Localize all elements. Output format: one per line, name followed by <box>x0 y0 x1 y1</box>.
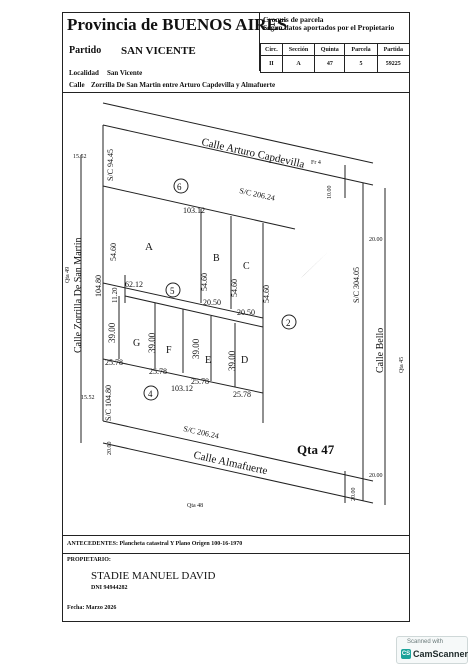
parcel-4: 4 <box>148 389 153 399</box>
parcel-4-circle <box>143 385 159 401</box>
val-circ: II <box>260 55 283 73</box>
croquis-title: Croquis de parcela Segun datos aportados… <box>263 16 394 32</box>
qta49-label: Qta 49 <box>65 267 71 283</box>
parcel-plan: 6 5 4 2 A B C G F E D Fr 4 Qta 47 Qta 48… <box>65 102 405 509</box>
croquis-line-2: Segun datos aportados por el Propietario <box>263 23 395 32</box>
cadastre-table: Circ. Sección Quinta Parcela Partida II … <box>260 43 411 73</box>
dim-20-00-bottom: 20.00 <box>351 488 357 502</box>
dim-39-00-b: 39.00 <box>147 332 157 353</box>
cadastre-value-row: II A 47 5 59225 <box>260 55 411 73</box>
dim-39-00-d: 39.00 <box>227 350 237 371</box>
scanned-with-text: Scanned with <box>407 639 444 645</box>
dim-104-80: 104.80 <box>94 275 103 297</box>
sc-bottom: S/C 206.24 <box>183 424 220 441</box>
dim-25-78-3: 25.78 <box>191 377 209 386</box>
lot-d: D <box>241 355 248 366</box>
val-partida: 59225 <box>376 55 411 73</box>
dim-15-52-top: 15.52 <box>73 154 87 160</box>
camscanner-badge: Scanned with CS CamScanner <box>396 636 468 664</box>
partido-value: SAN VICENTE <box>121 45 196 57</box>
parcel-5-circle <box>165 282 181 298</box>
dim-25-78-1: 25.78 <box>105 358 123 367</box>
croquis-line-1: Croquis de parcela <box>263 15 324 24</box>
localidad-value: San Vicente <box>107 69 143 77</box>
province-title: Provincia de BUENOS AIRES <box>67 15 288 34</box>
dim-39-00-c: 39.00 <box>191 338 201 359</box>
survey-sheet: Provincia de BUENOS AIRES Partido SAN VI… <box>62 12 411 622</box>
dim-54-60-b: 54.60 <box>200 273 209 291</box>
bottom-street-line-1 <box>102 420 374 482</box>
dim-54-60-c: 54.60 <box>230 279 239 297</box>
qta47-label: Qta 47 <box>297 442 335 457</box>
parcel-2-circle <box>281 314 297 330</box>
parcel-2: 2 <box>286 318 291 328</box>
camscanner-brand: CamScanner <box>413 649 469 659</box>
dim-20-50-left: 20.50 <box>203 298 221 307</box>
sc-left-bottom: S/C 104.80 <box>104 385 113 421</box>
street-left-name: Calle Zorrilla De San Martin <box>73 237 84 353</box>
antecedentes: ANTECEDENTES: Plancheta catastral Y Plan… <box>67 541 243 547</box>
line-bottom-lots <box>102 358 264 394</box>
propietario-name: STADIE MANUEL DAVID <box>91 570 216 582</box>
dim-25-78-4: 25.78 <box>233 390 251 399</box>
street-bottom-name: Calle Almafuerte <box>192 449 268 477</box>
dim-20-00-right-bottom: 20.00 <box>369 473 383 479</box>
qta48-label: Qta 48 <box>187 503 203 509</box>
dim-11-20: 11.20 <box>111 287 119 303</box>
propietario-label: PROPIETARIO: <box>67 557 111 563</box>
fecha: Fecha: Marzo 2026 <box>67 605 117 611</box>
lot-c: C <box>243 261 250 272</box>
top-street-line-2 <box>102 124 374 186</box>
line-mid-2 <box>124 295 264 328</box>
dim-54-60-a: 54.60 <box>109 243 118 261</box>
dim-20-50-right: 20.50 <box>237 308 255 317</box>
parcel-6-circle <box>173 178 189 194</box>
header-divider <box>63 92 409 93</box>
camscanner-logo-icon: CS <box>401 649 411 659</box>
partido-label: Partido <box>69 45 102 56</box>
parcel-6: 6 <box>177 182 182 192</box>
lot-b: B <box>213 253 220 264</box>
localidad-label: Localidad <box>69 69 99 77</box>
street-top-name: Calle Arturo Capdevilla <box>200 136 305 170</box>
dim-20-00-right-top: 20.00 <box>369 237 383 243</box>
qta45-label: Qta 45 <box>399 357 405 373</box>
sc-left-top: S/C 94.45 <box>106 149 115 181</box>
line-mid <box>102 282 264 319</box>
north-arrow-icon <box>301 251 329 278</box>
dim-103-12-bottom: 103.12 <box>171 384 193 393</box>
lot-g: G <box>133 338 140 349</box>
val-seccion: A <box>281 55 316 73</box>
dim-103-12-top: 103.12 <box>183 206 205 215</box>
sc-top: S/C 206.24 <box>239 186 276 203</box>
dim-39-00-a: 39.00 <box>107 322 117 343</box>
calle-label: Calle <box>69 81 85 89</box>
dim-54-60-d: 54.60 <box>262 285 271 303</box>
dim-20-00-left: 20.00 <box>107 442 113 456</box>
parcel-5: 5 <box>170 286 175 296</box>
lot-e: E <box>205 355 211 366</box>
val-quinta: 47 <box>314 55 346 73</box>
dim-15-52-bottom: 15.52 <box>81 395 95 401</box>
top-street-line-1 <box>102 102 374 164</box>
bottom-street-line-2 <box>102 442 374 504</box>
dim-10-00: 10.00 <box>327 186 333 200</box>
dim-62-12: 62.12 <box>125 280 143 289</box>
lot-f: F <box>166 345 172 356</box>
dim-25-78-2: 25.78 <box>149 367 167 376</box>
street-right-name: Calle Bello <box>375 328 386 373</box>
footer-divider-1 <box>63 535 409 536</box>
calle-value: Zorrilla De San Martin entre Arturo Capd… <box>91 81 276 89</box>
fr4-label: Fr 4 <box>311 160 321 166</box>
lot-a: A <box>145 241 153 253</box>
propietario-dni: DNI 94944282 <box>91 585 128 591</box>
footer-divider-2 <box>63 553 409 554</box>
sc-right: S/C 304.05 <box>352 267 361 303</box>
line-103-top <box>102 185 296 230</box>
cadastre-box: Croquis de parcela Segun datos aportados… <box>259 13 411 73</box>
